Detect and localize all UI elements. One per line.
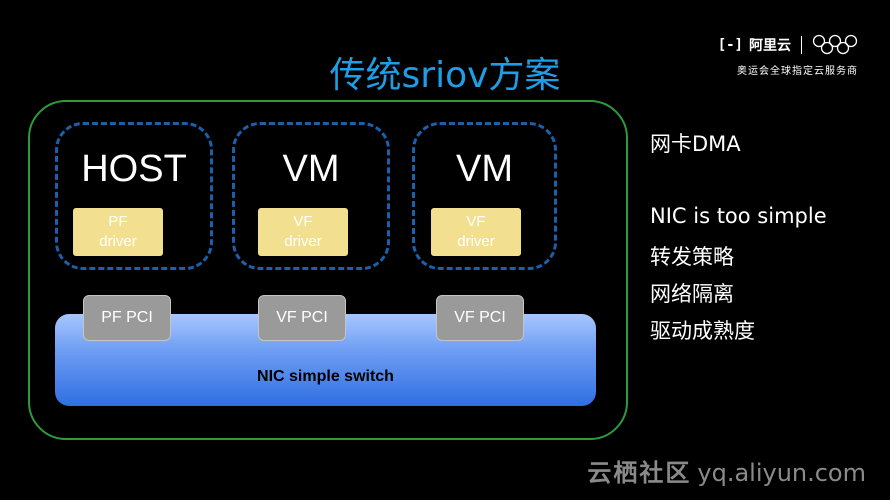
vm-label-2: VM xyxy=(456,148,513,190)
vf-pci-1: VF PCI xyxy=(258,295,346,341)
nic-label: NIC simple switch xyxy=(257,368,394,385)
vf-driver-1: VF driver xyxy=(258,208,348,256)
vf-driver-2: VF driver xyxy=(431,208,521,256)
slide-title: 传统sriov方案 xyxy=(329,55,561,96)
driver-line1: VF xyxy=(293,213,313,230)
vm-box-2 xyxy=(412,122,557,270)
watermark-brand: 云栖社区 xyxy=(587,459,692,487)
driver-line2: driver xyxy=(284,233,322,250)
logo-divider xyxy=(801,36,802,54)
logo-subtitle: 奥运会全球指定云服务商 xyxy=(737,66,858,77)
driver-line1: PF xyxy=(108,213,128,230)
driver-line1: VF xyxy=(466,213,486,230)
note-item: 网络隔离 xyxy=(650,282,734,306)
driver-line2: driver xyxy=(99,233,137,250)
note-item: 转发策略 xyxy=(650,245,734,269)
aliyun-mark-icon: [-] xyxy=(717,37,743,53)
olympic-rings-icon xyxy=(812,34,858,55)
pf-pci: PF PCI xyxy=(83,295,171,341)
pf-driver: PF driver xyxy=(73,208,163,256)
aliyun-logo: [-] 阿里云 奥运会全球指定云服务商 xyxy=(718,34,858,77)
note-item: NIC is too simple xyxy=(650,204,827,228)
vm-box-1 xyxy=(232,122,390,270)
sriov-outer-frame xyxy=(28,100,628,440)
vf-pci-2: VF PCI xyxy=(436,295,524,341)
driver-line2: driver xyxy=(457,233,495,250)
host-box xyxy=(55,122,213,270)
note-item: 网卡DMA xyxy=(650,132,741,156)
note-item: 驱动成熟度 xyxy=(650,319,755,343)
host-label: HOST xyxy=(81,148,187,190)
watermark-url: yq.aliyun.com xyxy=(697,459,866,487)
logo-name: 阿里云 xyxy=(749,37,791,53)
vm-label-1: VM xyxy=(282,148,340,190)
